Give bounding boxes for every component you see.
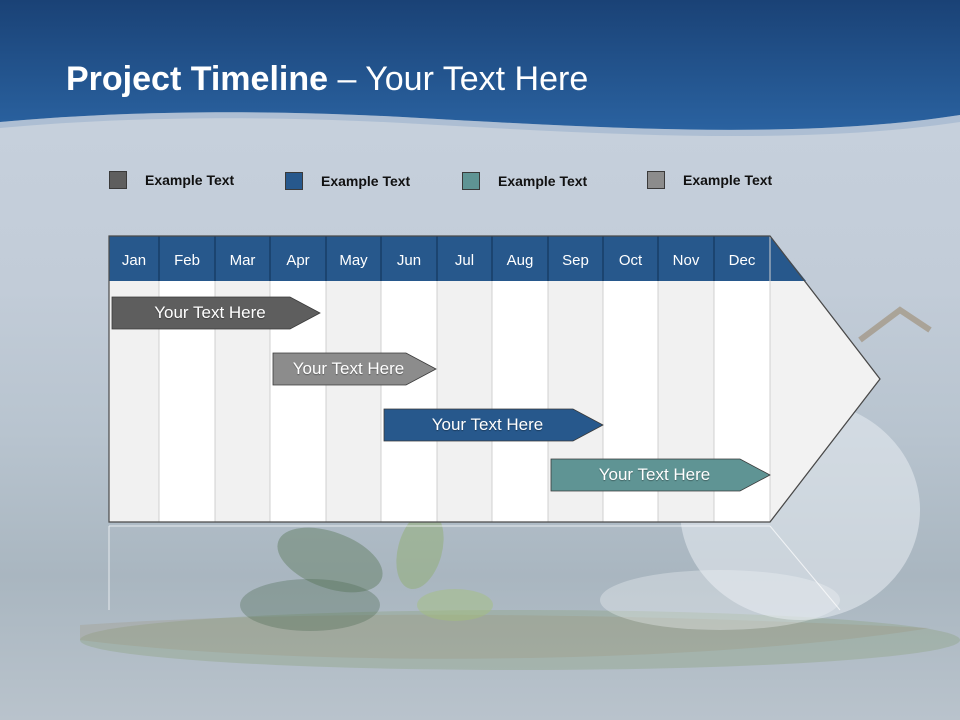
task-bar: [111, 296, 321, 330]
month-label: Jun: [397, 252, 421, 269]
task-bar: [383, 408, 604, 442]
task-bar: [272, 352, 437, 386]
legend-label: Example Text: [321, 173, 411, 189]
legend-item: Example Text: [647, 170, 772, 190]
month-label: Jul: [455, 252, 474, 269]
timeline-reflection: [108, 525, 841, 611]
legend-label: Example Text: [498, 173, 588, 189]
month-label: May: [339, 252, 368, 269]
leaf-4: [240, 579, 380, 631]
legend-swatch: [109, 171, 127, 189]
month-label: Feb: [174, 252, 200, 269]
task-bar: [550, 458, 771, 492]
legend-label: Example Text: [683, 172, 773, 188]
month-label: Nov: [673, 252, 700, 269]
month-label: Mar: [230, 252, 256, 269]
twig: [858, 306, 932, 343]
leaf-2: [396, 510, 444, 590]
leaf-mat: [80, 610, 960, 670]
legend-swatch: [285, 172, 303, 190]
month-column: [437, 281, 492, 522]
slide-title: Project Timeline – Your Text Here: [66, 60, 589, 98]
leaf-mat-edge: [80, 614, 930, 659]
timeline-arrow-outline: [108, 235, 881, 523]
task-bar-label: Your Text Here: [292, 359, 405, 378]
month-label: Jan: [122, 252, 146, 269]
month-label: Apr: [286, 252, 309, 269]
leaf-1: [277, 527, 383, 593]
month-column: [381, 281, 437, 522]
month-label: Sep: [562, 252, 589, 269]
legend-item: Example Text: [285, 171, 410, 191]
month-header-row: [109, 236, 770, 281]
task-bar-label: Your Text Here: [598, 465, 711, 484]
task-bar-label: Your Text Here: [154, 303, 266, 322]
towel-shadow: [600, 570, 840, 630]
month-column: [492, 281, 548, 522]
month-label: Dec: [729, 252, 756, 269]
legend-swatch: [462, 172, 480, 190]
legend-swatch: [647, 171, 665, 189]
legend-label: Example Text: [145, 172, 235, 188]
month-label: Aug: [507, 252, 534, 269]
month-label: Oct: [619, 252, 643, 269]
task-bar-label: Your Text Here: [431, 415, 544, 434]
leaf-3: [417, 589, 493, 621]
header-band-highlight: [0, 112, 960, 137]
legend-item: Example Text: [109, 170, 234, 190]
legend-item: Example Text: [462, 171, 587, 191]
header-band: [0, 0, 960, 130]
month-column: [326, 281, 381, 522]
